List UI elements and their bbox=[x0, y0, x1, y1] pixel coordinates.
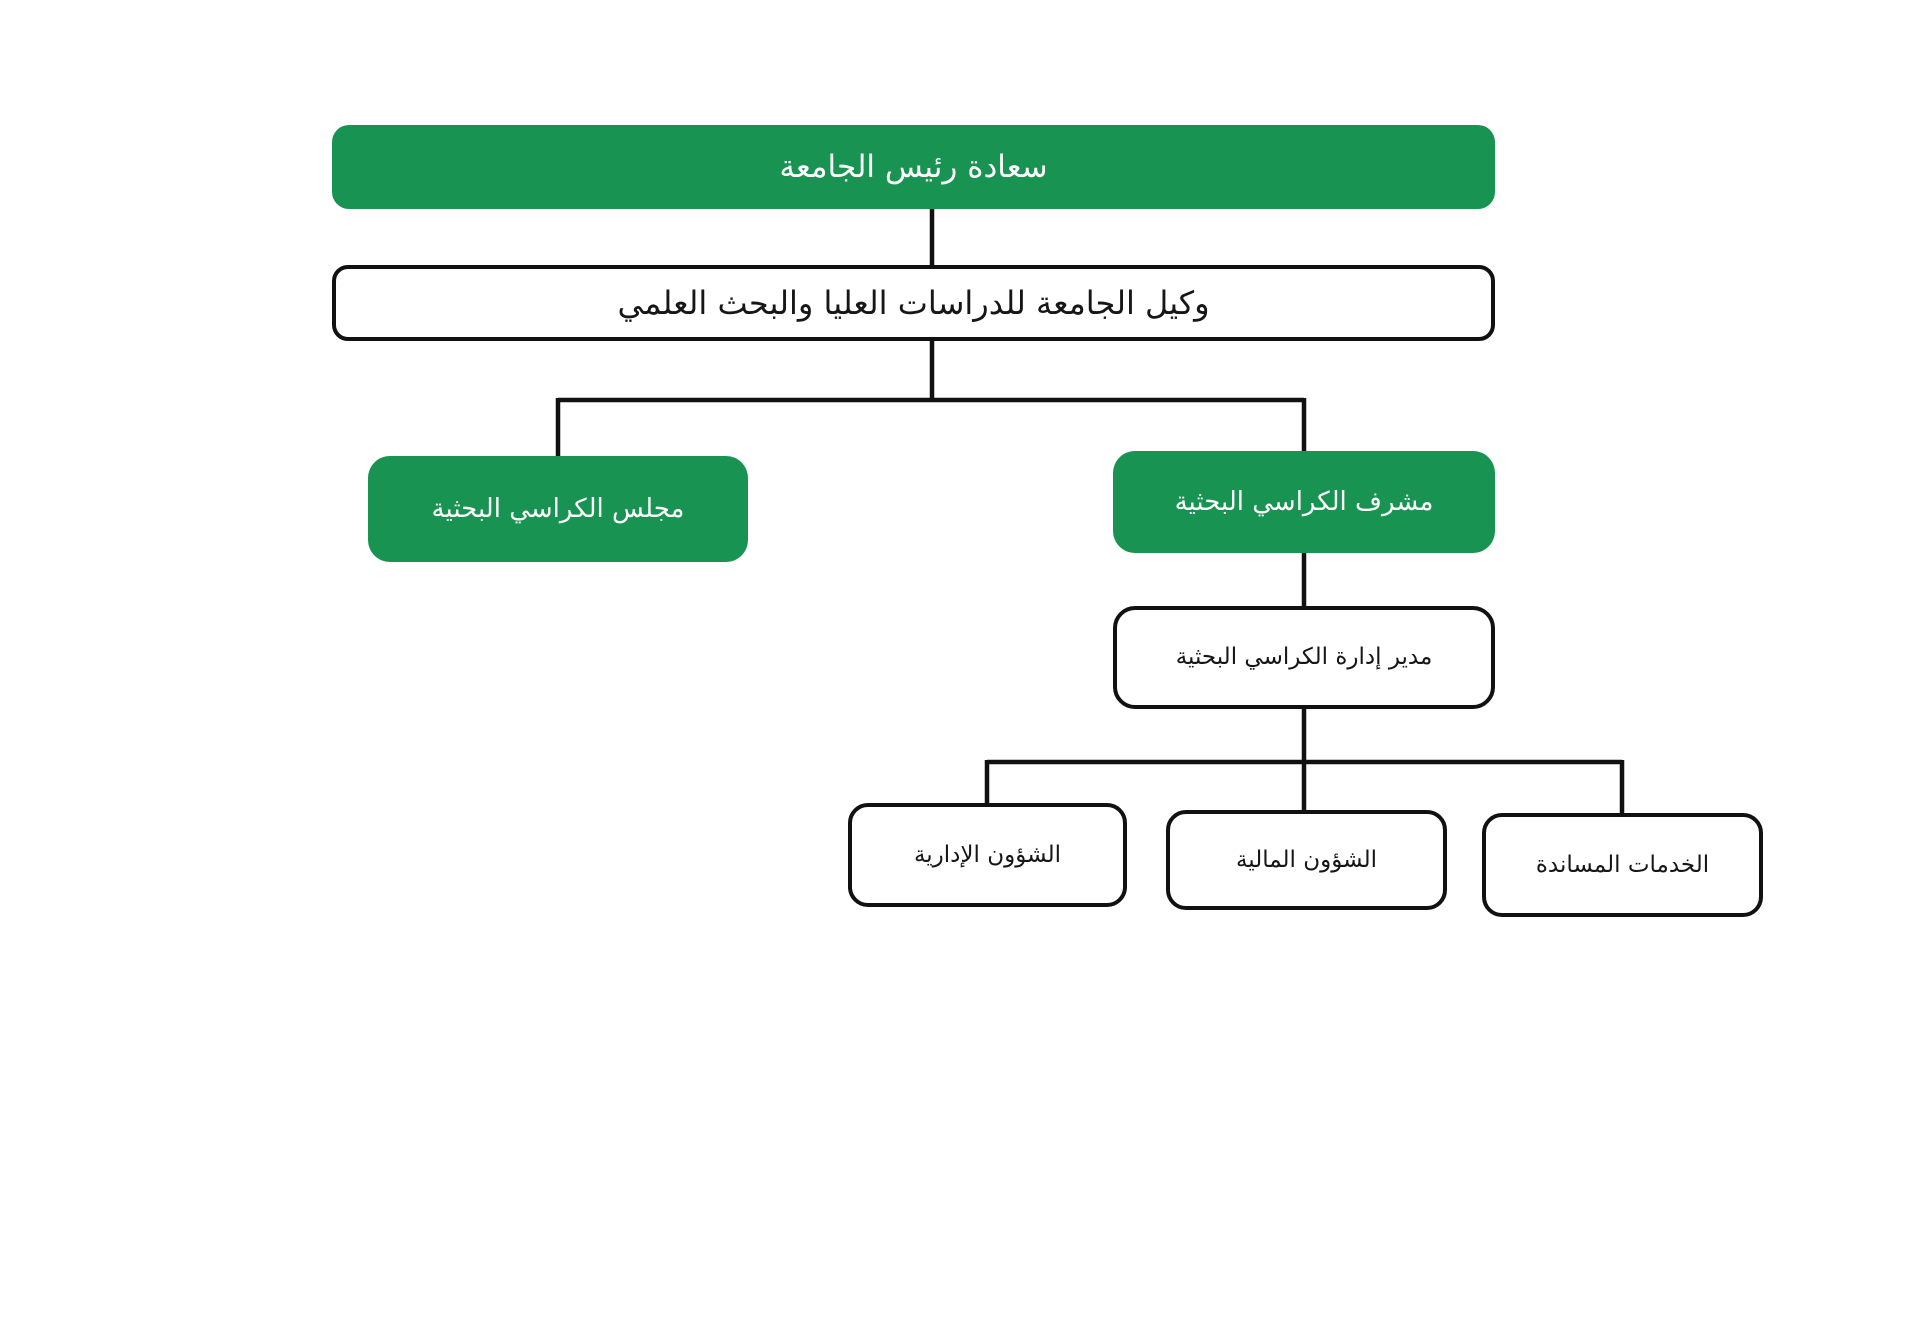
node-research-chairs-supervisor-label: مشرف الكراسي البحثية bbox=[1174, 486, 1434, 517]
node-support-services-label: الخدمات المساندة bbox=[1535, 851, 1710, 878]
node-research-chairs-supervisor: مشرف الكراسي البحثية bbox=[1113, 451, 1495, 553]
node-university-president-label: سعادة رئيس الجامعة bbox=[779, 148, 1048, 185]
node-vice-president-graduate-studies: وكيل الجامعة للدراسات العليا والبحث العل… bbox=[332, 265, 1495, 341]
node-vice-president-label: وكيل الجامعة للدراسات العليا والبحث العل… bbox=[617, 284, 1210, 322]
node-research-chairs-director-label: مدير إدارة الكراسي البحثية bbox=[1175, 644, 1433, 671]
node-administrative-affairs-label: الشؤون الإدارية bbox=[913, 841, 1062, 868]
node-financial-affairs: الشؤون المالية bbox=[1166, 810, 1447, 910]
node-university-president: سعادة رئيس الجامعة bbox=[332, 125, 1495, 209]
node-research-chairs-council: مجلس الكراسي البحثية bbox=[368, 456, 748, 562]
node-support-services: الخدمات المساندة bbox=[1482, 813, 1763, 917]
node-research-chairs-council-label: مجلس الكراسي البحثية bbox=[431, 493, 685, 524]
node-administrative-affairs: الشؤون الإدارية bbox=[848, 803, 1127, 907]
node-research-chairs-director: مدير إدارة الكراسي البحثية bbox=[1113, 606, 1495, 709]
node-financial-affairs-label: الشؤون المالية bbox=[1235, 846, 1378, 873]
